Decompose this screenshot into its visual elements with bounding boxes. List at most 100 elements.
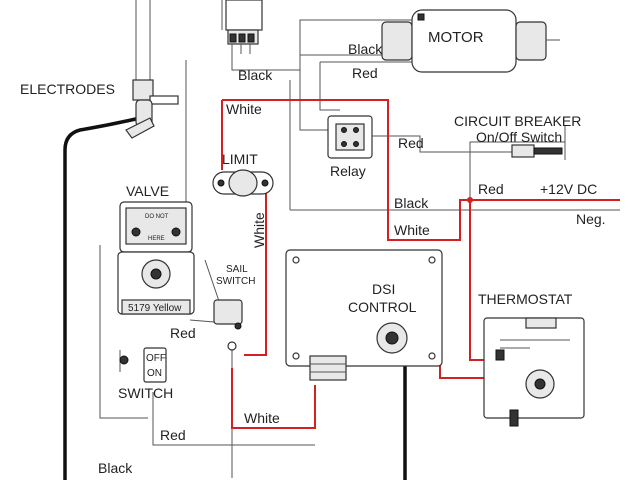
wire-red-bottom: [152, 392, 315, 446]
black-thick-wires: [63, 116, 407, 480]
wire-labels: Black Red Black White Red Black White Re…: [98, 41, 504, 476]
valve-nameplate: [121, 299, 191, 315]
relay-face: [335, 123, 365, 151]
wire-label-black-top: Black: [238, 67, 273, 83]
thermostat-terminal-bottom: [509, 409, 519, 427]
electrodes-label: ELECTRODES: [20, 81, 115, 97]
limit-terminal-left: [217, 179, 225, 187]
wire-valve-left: [99, 245, 148, 419]
valve-do-not-label: DO NOT: [145, 214, 169, 220]
wire-label-red-breaker: Red: [478, 181, 504, 197]
sail-switch-pin: [227, 341, 237, 351]
thermostat: THERMOSTAT: [478, 291, 585, 427]
wire-label-red-bottom: Red: [160, 427, 186, 443]
wire-breaker-down: [469, 141, 565, 200]
valve-label: VALVE: [126, 183, 169, 199]
valve-here-label: HERE: [148, 236, 165, 242]
dsi-screw-tl: [292, 256, 300, 264]
wire-black-to-relay: [231, 52, 340, 131]
thermostat-label: THERMOSTAT: [478, 291, 573, 307]
dsi-label-line-2: CONTROL: [348, 299, 417, 315]
wire-label-white-mid: White: [394, 222, 430, 238]
thermostat-top-tab: [525, 317, 557, 329]
wire-red-dsi: [231, 368, 316, 429]
junction-dot: [467, 197, 473, 203]
valve: DO NOT HERE 5179 Yellow VALVE: [117, 183, 195, 315]
motor-end-right: [515, 21, 547, 61]
switch-off-label: OFF: [146, 353, 166, 364]
thermostat-base: [483, 317, 585, 419]
onoff-switch: OFF ON SWITCH: [118, 347, 173, 401]
limit-terminal-right: [261, 179, 269, 187]
terminal-pin-2: [238, 33, 246, 43]
wire-label-red-motor: Red: [352, 65, 378, 81]
sail-switch-body: [213, 299, 243, 325]
electrode-tip: [149, 95, 179, 105]
sail-switch: SAIL SWITCH: [213, 264, 255, 351]
motor-end-left: [381, 21, 413, 61]
dsi-screw-bl: [292, 352, 300, 360]
relay-pin-2: [353, 127, 359, 133]
valve-knob-center: [150, 268, 162, 280]
breaker-lever: [533, 147, 563, 155]
supply-voltage-label: +12V DC: [540, 181, 597, 197]
dsi-transformer-core: [385, 331, 399, 345]
relay-pin-3: [341, 141, 347, 147]
electrode-boot: [125, 117, 155, 139]
switch-body: [143, 347, 167, 383]
breaker-body: [511, 144, 535, 158]
neg-label: Neg.: [576, 211, 606, 227]
thermostat-coil-center: [534, 378, 546, 390]
dsi-connector-lines: [310, 363, 346, 373]
wire-red-main: [222, 99, 620, 241]
switch-label: SWITCH: [118, 385, 173, 401]
circuit-breaker: CIRCUIT BREAKER On/Off Switch: [454, 113, 581, 160]
thermostat-contacts: [500, 339, 570, 349]
dsi-label-line-1: DSI: [372, 281, 395, 297]
dsi-screw-br: [428, 352, 436, 360]
thermostat-terminal-top: [495, 349, 505, 361]
sail-switch-label-1: SAIL: [226, 264, 248, 275]
switch-ground-terminal: [119, 355, 129, 365]
relay-label: Relay: [330, 163, 366, 179]
electrodes: ELECTRODES: [20, 79, 179, 139]
wire-label-white-top: White: [226, 101, 262, 117]
wire-label-red-sail: Red: [170, 325, 196, 341]
wire-label-red-relay: Red: [398, 135, 424, 151]
wire-sail-red: [189, 319, 215, 323]
wire-label-black-motor: Black: [348, 41, 383, 57]
valve-part-label: 5179 Yellow: [128, 303, 182, 314]
wire-red-motor: [319, 62, 340, 111]
wire-label-white-dsi: White: [244, 410, 280, 426]
terminal-leads: [231, 44, 251, 54]
wire-electrode-ground: [63, 116, 141, 480]
dsi-connector: [309, 355, 347, 381]
wire-red-limit-sail: [244, 192, 267, 356]
terminal-block: [225, 0, 263, 54]
wire-label-white-limit: White: [251, 212, 267, 248]
terminal-pin-3: [247, 33, 255, 43]
terminal-block-body: [225, 0, 263, 31]
wire-motor-loop: [299, 19, 412, 78]
limit-disc: [228, 169, 258, 197]
motor-terminal: [417, 13, 425, 21]
wire-label-black-bottom: Black: [98, 460, 133, 476]
motor-label: MOTOR: [428, 29, 484, 46]
relay-pin-1: [341, 127, 347, 133]
valve-terminal-left: [131, 227, 141, 237]
circuit-breaker-label: CIRCUIT BREAKER: [454, 113, 581, 129]
sail-switch-terminal: [234, 322, 242, 330]
relay-pin-4: [353, 141, 359, 147]
onoff-switch-label: On/Off Switch: [476, 129, 562, 145]
sail-switch-label-2: SWITCH: [216, 276, 255, 287]
wire-red-relay: [372, 135, 512, 153]
limit-label: LIMIT: [222, 151, 258, 167]
valve-terminal-right: [171, 227, 181, 237]
motor: MOTOR: [381, 9, 560, 73]
valve-top-face: [125, 207, 187, 245]
dsi-screw-tr: [428, 256, 436, 264]
terminal-pin-1: [229, 33, 237, 43]
dsi-control: DSI CONTROL: [285, 249, 443, 381]
